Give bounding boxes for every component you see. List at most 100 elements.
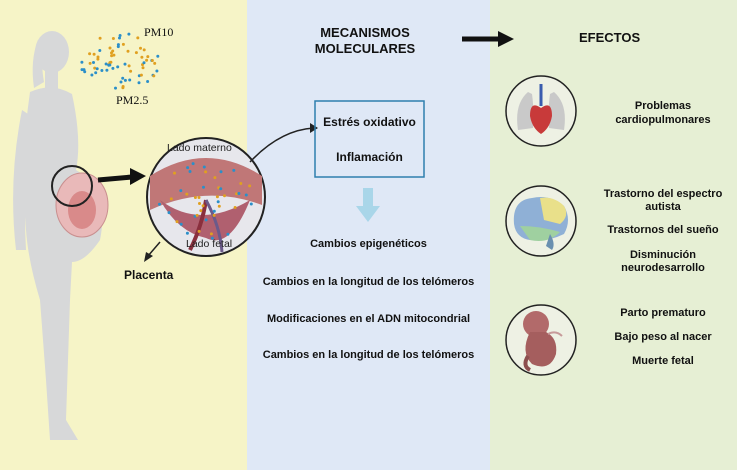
particle-dot [219, 170, 223, 174]
particle-dot [88, 52, 92, 56]
particle-dot [185, 192, 189, 196]
mechanism-item: Modificaciones en el ADN mitocondrial [266, 313, 471, 325]
particle-dot [209, 232, 213, 236]
particle-dot [95, 67, 99, 71]
particle-dot [210, 236, 214, 240]
effect-line: autista [645, 201, 681, 213]
particle-dot [150, 59, 154, 62]
effect-neurodev: Disminución neurodesarrollo [590, 249, 736, 275]
particle-dot [212, 209, 216, 213]
particle-dot [191, 162, 195, 166]
particle-dot [116, 65, 120, 69]
particle-dot [121, 86, 125, 90]
particle-dot [105, 68, 109, 72]
particle-dot [80, 60, 84, 64]
particle-dot [141, 66, 145, 70]
particle-dot [142, 61, 146, 65]
particle-dot [195, 213, 199, 217]
particle-dot [155, 69, 159, 73]
particle-dot [197, 229, 201, 233]
particle-dot [139, 46, 142, 50]
particle-dot [80, 68, 84, 72]
particle-dot [175, 220, 179, 224]
mechanism-item: Cambios en la longitud de los telómeros [262, 276, 475, 288]
womb-fetus-icon [51, 165, 109, 238]
particle-dot [139, 73, 143, 77]
particle-dot [167, 211, 171, 215]
effect-fetal-death: Muerte fetal [632, 355, 694, 367]
particle-dot [90, 73, 94, 77]
particle-dot [98, 36, 102, 40]
effect-line: Trastorno del espectro [603, 188, 723, 200]
particle-dot [140, 55, 144, 59]
mechanisms-title-line1: MECANISMOS [320, 25, 410, 40]
particle-dot [152, 74, 156, 78]
particle-dot [121, 42, 125, 46]
particle-dot [93, 66, 97, 70]
particle-dot [137, 81, 141, 85]
particle-dot [186, 166, 190, 170]
particle-dot [94, 71, 98, 75]
particle-dot [179, 222, 183, 226]
effect-premature: Parto prematuro [620, 307, 706, 319]
box-oxidative-stress: Estrés oxidativo [323, 115, 416, 129]
particle-dot [248, 184, 252, 188]
lado-fetal-label: Lado fetal [186, 238, 233, 250]
particle-dot [201, 204, 205, 208]
middle-panel [247, 0, 490, 470]
particle-dot [92, 61, 95, 64]
particle-dot [134, 51, 138, 55]
particle-dot [119, 80, 123, 84]
particle-dot [239, 182, 243, 185]
particle-dot [219, 187, 223, 191]
particle-dot [108, 46, 112, 50]
particle-dot [237, 192, 241, 195]
arrow-to-box [249, 123, 318, 163]
particle-dot [108, 61, 112, 65]
particle-dot [83, 70, 87, 74]
particle-dot [232, 168, 236, 172]
particle-dot [128, 78, 132, 82]
particle-dot [146, 80, 150, 83]
pm10-label: PM10 [144, 25, 174, 39]
effect-low-weight: Bajo peso al nacer [614, 331, 712, 343]
particle-dot [199, 209, 203, 213]
particle-dot [126, 49, 130, 53]
particle-dot [114, 86, 117, 90]
mechanism-item: Cambios en la longitud de los telómeros [262, 349, 475, 361]
mechanisms-title: MECANISMOS MOLECULARES [295, 25, 435, 57]
particle-dot [202, 165, 206, 169]
particle-dot [226, 232, 230, 236]
particle-dot [108, 63, 112, 67]
particle-dot [193, 196, 197, 199]
particle-dot [198, 202, 201, 205]
lungs-heart-icon [505, 75, 577, 147]
particle-dot [145, 58, 149, 62]
pm25-label: PM2.5 [116, 93, 149, 107]
particle-dot [188, 170, 192, 173]
arrow-to-placenta [97, 168, 146, 185]
particle-dot [249, 202, 253, 206]
brain-icon [505, 185, 577, 257]
arrow-to-effects [462, 31, 514, 47]
effect-line: neurodesarrollo [621, 262, 705, 274]
particle-dot [158, 202, 161, 206]
particle-dot [156, 54, 160, 58]
particle-dot [202, 185, 205, 189]
particle-dot [112, 53, 116, 57]
effect-sleep: Trastornos del sueño [607, 224, 719, 236]
particle-dot [235, 192, 239, 196]
effect-line: cardiopulmonares [615, 114, 711, 126]
particle-dot [110, 54, 114, 58]
particle-dot [129, 69, 133, 73]
particle-dot [111, 37, 115, 40]
particle-dot [136, 36, 140, 40]
particle-dot [111, 66, 115, 70]
particle-dot [118, 34, 122, 37]
down-arrow [356, 188, 380, 222]
particle-dot [216, 200, 220, 204]
effect-line: Disminución [629, 249, 696, 261]
particle-dot [212, 213, 216, 217]
